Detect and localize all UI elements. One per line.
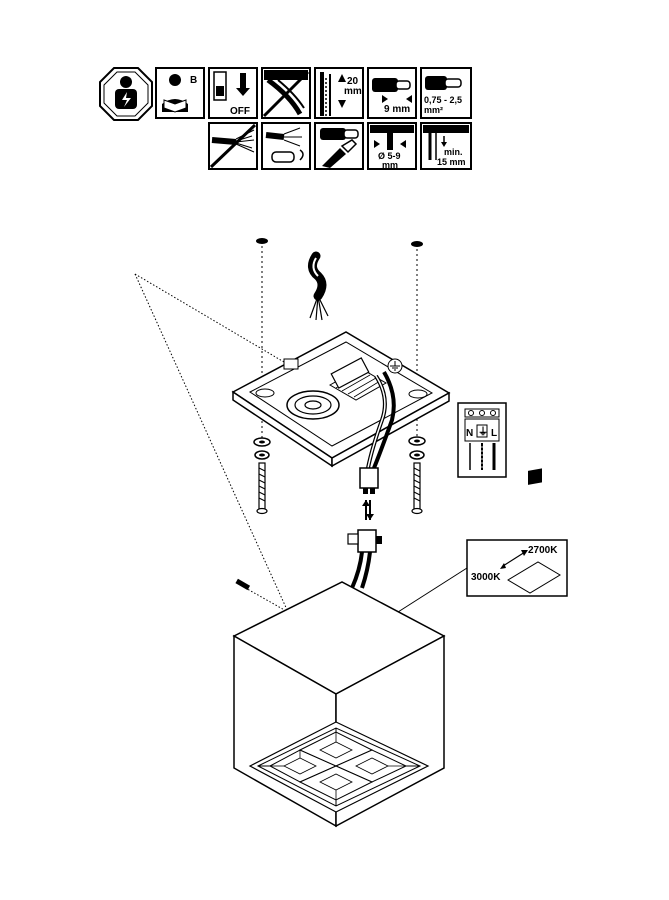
- connecting-wires: [366, 370, 396, 469]
- washer-left: [253, 437, 271, 460]
- cable-diameter-unit: mm: [382, 160, 398, 170]
- terminal-live-label: L: [491, 428, 497, 439]
- no-stranded-wire-icon: [208, 122, 258, 170]
- plug-connector-bottom: [347, 529, 382, 589]
- wire-cross-section-icon: 0,75 - 2,5 mm²: [420, 67, 472, 119]
- min-strip-label: min.: [444, 147, 463, 157]
- strip-9mm-label: 9 mm: [384, 104, 410, 115]
- read-manual-icon: B: [155, 67, 205, 119]
- set-screw-icon: [235, 578, 251, 591]
- mains-cable-icon: [308, 251, 329, 321]
- cable-diameter-icon: Ø 5-9 mm: [367, 122, 417, 170]
- min-strip-length-icon: min. 15 mm: [420, 122, 472, 170]
- color-temp-warm-label: 2700K: [528, 545, 558, 556]
- electrician-octagon-icon: [99, 67, 153, 121]
- no-cut-cable-icon: [261, 67, 311, 119]
- callout-line-color-temp: [397, 567, 468, 613]
- terminal-neutral-label: N: [466, 428, 473, 439]
- crimp-tool-icon: [314, 122, 364, 170]
- connect-arrows-icon: [362, 500, 374, 520]
- color-temp-detail: 2700K 3000K: [466, 468, 568, 597]
- cable-diameter-label: Ø 5-9: [378, 151, 401, 161]
- wire-ferrule-icon: [261, 122, 311, 170]
- power-off-icon: OFF: [208, 67, 258, 119]
- strip-length-icon: 20 mm: [314, 67, 364, 119]
- ceiling-hole-left: [256, 238, 268, 244]
- wire-strip-9mm-icon: 9 mm: [367, 67, 417, 119]
- terminal-earth-label: ⏚: [478, 426, 488, 438]
- power-off-label: OFF: [230, 106, 250, 117]
- strip-length-value: 20: [347, 76, 359, 87]
- wire-section-unit: mm²: [424, 105, 443, 115]
- washer-right: [408, 436, 426, 460]
- manual-category-label: B: [190, 75, 197, 86]
- ceiling-hole-right: [411, 241, 423, 247]
- callout-lines: [134, 273, 289, 613]
- wire-section-label: 0,75 - 2,5: [424, 95, 462, 105]
- earth-symbol-icon: [387, 358, 403, 374]
- screw-right: [411, 462, 423, 515]
- min-strip-value: 15 mm: [437, 157, 466, 167]
- screw-left: [256, 462, 268, 515]
- plug-connector-top: [359, 467, 379, 494]
- strip-length-unit: mm: [344, 86, 362, 97]
- terminal-block-detail: N ⏚ L: [457, 402, 507, 478]
- luminaire-louvers: [248, 721, 430, 813]
- color-temp-neutral-label: 3000K: [471, 572, 501, 583]
